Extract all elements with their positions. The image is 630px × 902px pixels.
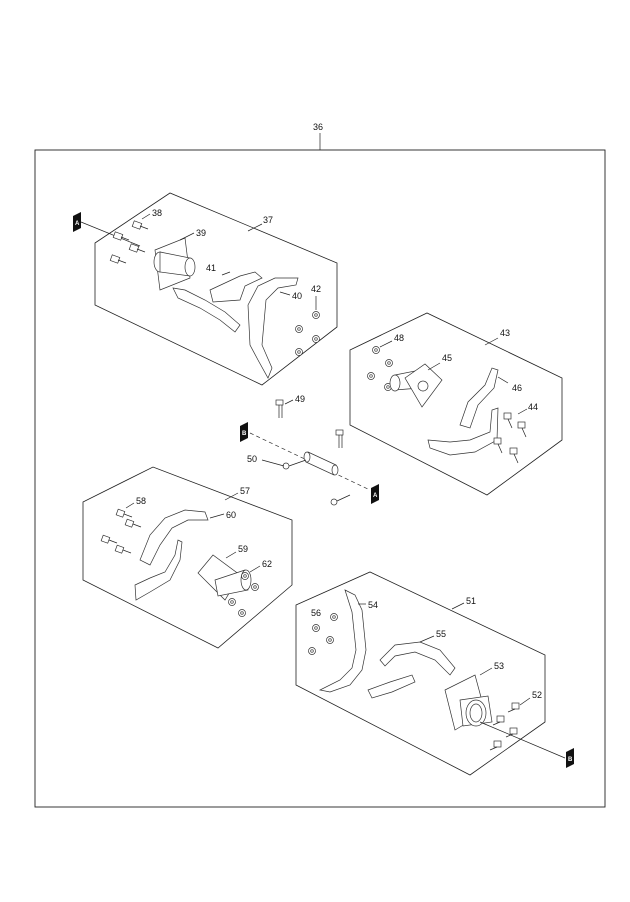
bolt-38-a	[131, 220, 149, 230]
pin-49-b	[335, 429, 344, 448]
flag-b-bottom: B	[566, 748, 574, 768]
callout-36: 36	[313, 122, 323, 132]
callout-43: 43	[500, 328, 510, 338]
group-43: 43 48 45 46 44	[349, 312, 563, 496]
svg-text:A: A	[373, 493, 378, 499]
callout-45: 45	[442, 353, 452, 363]
callout-60: 60	[226, 510, 236, 520]
callout-62: 62	[262, 559, 272, 569]
clip-50	[282, 459, 351, 506]
bolt-38-d	[109, 254, 127, 264]
callout-52: 52	[532, 690, 542, 700]
svg-text:A: A	[75, 221, 80, 227]
nuts-48	[367, 346, 393, 391]
blade-55	[367, 641, 456, 699]
blade-54	[318, 589, 367, 693]
blade-40	[247, 277, 299, 379]
callout-49: 49	[295, 394, 305, 404]
flange-39	[153, 237, 196, 291]
bolt-38-b	[112, 231, 130, 241]
callout-53: 53	[494, 661, 504, 671]
callout-55: 55	[436, 629, 446, 639]
flange-45	[389, 363, 443, 408]
callout-58: 58	[136, 496, 146, 506]
group-51: 51 56 54 55 53	[295, 571, 546, 776]
callout-40: 40	[292, 291, 302, 301]
callout-42: 42	[311, 284, 321, 294]
callout-56: 56	[311, 608, 321, 618]
bolts-52	[489, 702, 520, 751]
svg-text:B: B	[242, 431, 247, 437]
blade-60	[134, 509, 209, 601]
blade-46	[427, 367, 499, 456]
flag-b-center: B	[240, 422, 248, 442]
group-57: 57 58 60 59 62	[82, 466, 293, 649]
bolts-44	[493, 412, 527, 464]
callout-57: 57	[240, 486, 250, 496]
callout-48: 48	[394, 333, 404, 343]
flange-53	[444, 674, 493, 731]
pin-49	[275, 399, 284, 418]
bolts-58	[100, 508, 142, 554]
nuts-56	[308, 613, 338, 655]
flag-a-center: A	[371, 484, 379, 504]
nuts-62	[228, 572, 259, 617]
callout-54: 54	[368, 600, 378, 610]
svg-text:B: B	[568, 757, 573, 763]
callout-37: 37	[263, 215, 273, 225]
bolt-38-c	[128, 243, 146, 253]
flag-a-top: A	[73, 212, 81, 232]
callout-44: 44	[528, 402, 538, 412]
callout-41: 41	[206, 263, 216, 273]
shaft-tube	[303, 451, 339, 476]
callout-39: 39	[196, 228, 206, 238]
callout-46: 46	[512, 383, 522, 393]
callout-51: 51	[466, 596, 476, 606]
callout-59: 59	[238, 544, 248, 554]
callout-50: 50	[247, 454, 257, 464]
blade-41	[172, 271, 263, 333]
nuts-42	[295, 311, 320, 356]
callout-38: 38	[152, 208, 162, 218]
group-37: 37 A 38	[73, 192, 338, 386]
